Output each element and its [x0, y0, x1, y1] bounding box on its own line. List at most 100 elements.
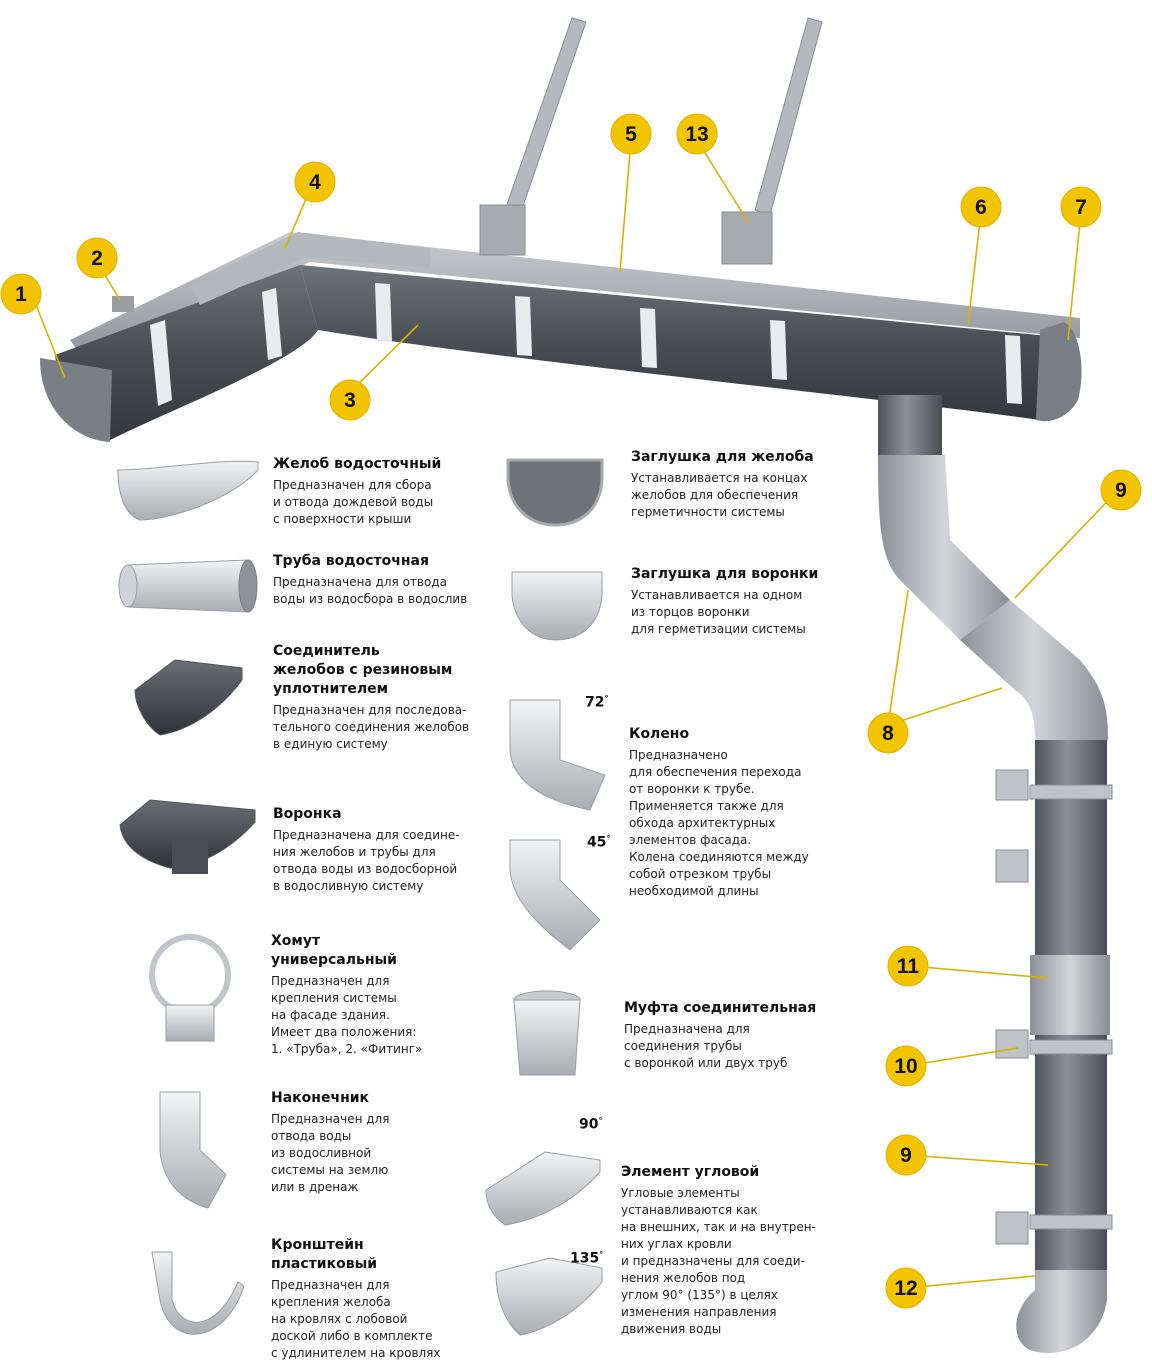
- angle-label-90: 90°: [579, 1116, 603, 1133]
- callout-6: 6: [960, 186, 1002, 228]
- callout-5: 5: [610, 113, 652, 155]
- pipe-vertical-upper: [1035, 740, 1107, 960]
- item-description: Предназначена для соединения трубы с вор…: [624, 1022, 788, 1070]
- legend-item-gutter: Желоб водосточный Предназначен для сбора…: [273, 455, 503, 528]
- gutter-run: [40, 232, 1082, 442]
- item-description: Предназначено для обеспечения перехода о…: [629, 748, 809, 898]
- legend-item-corner-element: Элемент угловой Угловые элементы устанав…: [621, 1163, 866, 1338]
- corner-element: [190, 232, 430, 305]
- pipe-coupling: [1030, 955, 1110, 1035]
- legend-item-connector: Соединитель желобов с резиновым уплотнит…: [273, 642, 503, 753]
- icon-gutter-end-cap: [506, 458, 604, 527]
- callout-8: 8: [867, 712, 909, 754]
- end-cap-left: [40, 358, 112, 442]
- funnel-outlet: [878, 395, 942, 455]
- item-title: Колено: [629, 726, 690, 742]
- legend-item-funnel-end-cap: Заглушка для воронки Устанавливается на …: [631, 565, 871, 638]
- item-description: Предназначена для отвода воды из водосбо…: [273, 575, 468, 606]
- callout-7: 7: [1060, 186, 1102, 228]
- item-title: Заглушка для желоба: [631, 449, 814, 465]
- item-title: Заглушка для воронки: [631, 566, 819, 582]
- downpipe: [878, 395, 1113, 1353]
- callout-1: 1: [0, 273, 42, 315]
- icon-coupling: [513, 990, 581, 1076]
- item-title: Воронка: [273, 806, 342, 822]
- item-title: Труба водосточная: [273, 553, 429, 569]
- item-description: Устанавливается на концах желобов для об…: [631, 471, 808, 519]
- svg-text:4: 4: [309, 171, 321, 194]
- icon-connector: [134, 659, 243, 736]
- icon-outlet: [159, 1091, 227, 1209]
- svg-text:8: 8: [882, 722, 894, 745]
- item-title: Соединитель желобов с резиновым уплотнит…: [273, 643, 453, 697]
- icon-clamp: [149, 934, 231, 1042]
- legend-item-clamp: Хомут универсальный Предназначен для кре…: [271, 932, 501, 1058]
- pipe-outlet-elbow: [1016, 1270, 1107, 1353]
- item-title: Элемент угловой: [621, 1164, 760, 1180]
- icon-plastic-bracket: [151, 1251, 245, 1335]
- legend-icons-mid: [485, 458, 606, 1336]
- callout-13: 13: [676, 113, 718, 155]
- svg-text:2: 2: [91, 247, 103, 270]
- angle-label-135: 135°: [570, 1250, 604, 1267]
- svg-text:10: 10: [894, 1055, 917, 1078]
- svg-text:5: 5: [625, 123, 637, 146]
- item-title: Желоб водосточный: [273, 456, 442, 472]
- svg-text:13: 13: [685, 123, 708, 146]
- item-title: Хомут универсальный: [271, 933, 397, 968]
- rafter-bracket-2: [721, 17, 823, 265]
- item-title: Муфта соединительная: [624, 1000, 817, 1016]
- svg-text:11: 11: [897, 955, 920, 978]
- icon-elbow-72: [509, 699, 606, 811]
- gutter-connectors: [150, 283, 1022, 406]
- item-description: Предназначена для соедине- ния желобов и…: [273, 828, 460, 893]
- legend-item-plastic-bracket: Кронштейн пластиковый Предназначен для к…: [271, 1236, 501, 1362]
- legend-item-pipe: Труба водосточная Предназначена для отво…: [273, 552, 503, 608]
- callout-9-upper: 9: [1100, 469, 1142, 511]
- item-description: Предназначен для последова- тельного сое…: [273, 703, 470, 751]
- svg-text:9: 9: [1115, 479, 1127, 502]
- rafter-bracket-1: [479, 17, 587, 256]
- gutter-trough-right: [300, 265, 1071, 420]
- icon-corner-90: [485, 1151, 601, 1226]
- pipe-vertical-lower: [1035, 1035, 1107, 1275]
- pipe-clamps: [995, 769, 1113, 1245]
- item-description: Предназначен для крепления системы на фа…: [271, 974, 423, 1056]
- gutter-back-wall: [70, 232, 1080, 368]
- item-title: Кронштейн пластиковый: [271, 1237, 378, 1272]
- item-description: Предназначен для отвода воды из водослив…: [271, 1112, 390, 1194]
- gutter-trough-left: [55, 265, 318, 440]
- pipe-offset: [960, 600, 1108, 740]
- legend-item-outlet: Наконечник Предназначен для отвода воды …: [271, 1089, 501, 1196]
- icon-elbow-45: [509, 839, 601, 951]
- icon-pipe: [118, 559, 258, 613]
- svg-text:12: 12: [894, 1277, 917, 1300]
- icon-corner-135: [495, 1257, 603, 1336]
- angle-label-72: 72°: [585, 694, 609, 711]
- item-description: Устанавливается на одном из торцов ворон…: [631, 588, 806, 636]
- legend-item-funnel: Воронка Предназначена для соедине- ния ж…: [273, 805, 503, 895]
- leader-lines: [33, 139, 1119, 1289]
- icon-gutter: [117, 460, 259, 521]
- svg-text:6: 6: [975, 196, 987, 219]
- item-title: Наконечник: [271, 1090, 370, 1106]
- svg-text:7: 7: [1075, 196, 1087, 219]
- icon-funnel-end-cap: [511, 571, 603, 641]
- item-description: Угловые элементы устанавливаются как на …: [621, 1186, 816, 1336]
- legend-item-elbow: Колено Предназначено для обеспечения пер…: [629, 725, 869, 900]
- legend-item-coupling: Муфта соединительная Предназначена для с…: [624, 999, 864, 1072]
- item-description: Предназначен для сбора и отвода дождевой…: [273, 478, 434, 526]
- callout-4: 4: [294, 161, 336, 203]
- callout-2: 2: [76, 237, 118, 279]
- svg-text:9: 9: [900, 1144, 912, 1167]
- elbow-upper: [878, 455, 1010, 640]
- callout-3: 3: [329, 379, 371, 421]
- callout-11: 11: [887, 945, 929, 987]
- gutter-bracket-small: [112, 296, 134, 312]
- callout-12: 12: [885, 1267, 927, 1309]
- callout-badges: 1 2 3 4 5 13 6 7 9 8 11 10 9 12: [0, 113, 1142, 1309]
- svg-text:3: 3: [344, 389, 356, 412]
- callout-10: 10: [885, 1045, 927, 1087]
- legend-icons-left: [117, 460, 259, 1335]
